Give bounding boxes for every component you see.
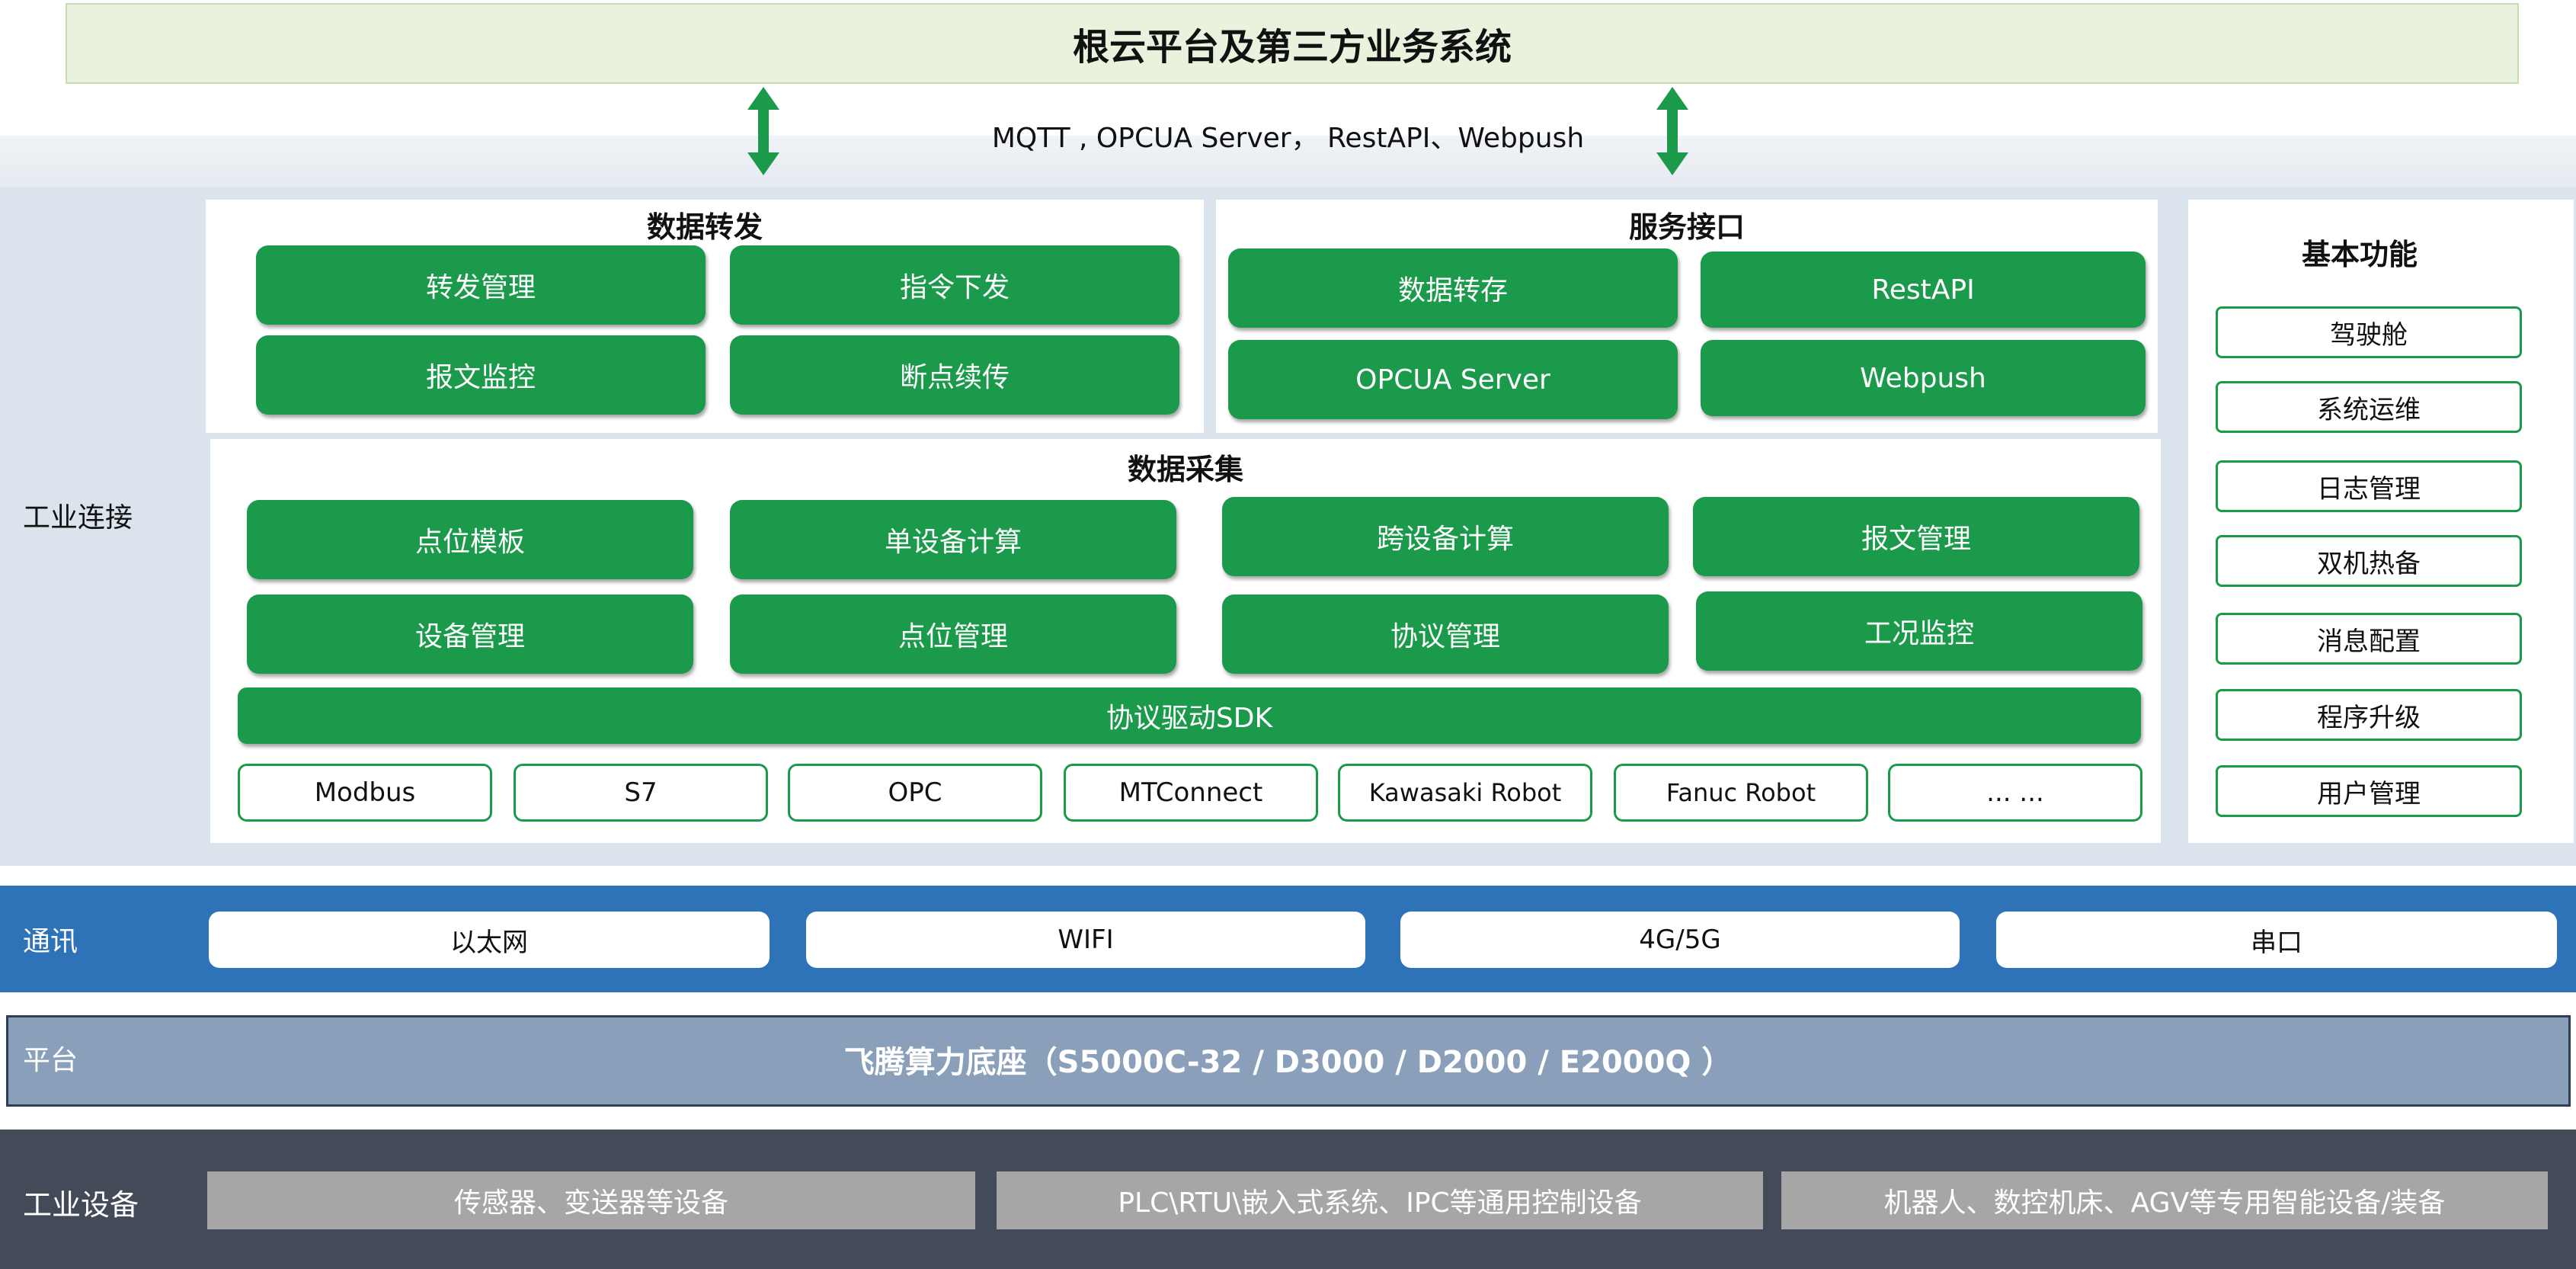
protocol-mtconnect-label: MTConnect <box>1118 777 1263 808</box>
webpush-button[interactable]: Webpush <box>1701 340 2146 416</box>
webpush-label: Webpush <box>1860 362 1986 394</box>
top-system-title: 根云平台及第三方业务系统 <box>1072 26 1512 69</box>
point-management-label: 点位管理 <box>898 621 1008 652</box>
message-config-item[interactable]: 消息配置 <box>2216 613 2522 665</box>
resume-transfer-label: 断点续传 <box>899 362 1010 393</box>
protocol-driver-sdk-bar[interactable]: 协议驱动SDK <box>238 687 2141 744</box>
platform-text-row: 飞腾算力底座（S5000C-32 / D3000 / D2000 / E2000… <box>0 1027 2576 1091</box>
cockpit-item[interactable]: 驾驶舱 <box>2216 306 2522 358</box>
message-management-label: 报文管理 <box>1861 524 1971 555</box>
comm-wifi-label: WIFI <box>1058 925 1114 955</box>
comm-serial-label: 串口 <box>2251 927 2302 958</box>
user-management-label: 用户管理 <box>2317 778 2421 809</box>
industrial-devices-label: 工业设备 <box>23 1188 139 1222</box>
protocol-modbus-label: Modbus <box>314 777 416 808</box>
platform-label: 平台 <box>23 1045 78 1076</box>
program-upgrade-item[interactable]: 程序升级 <box>2216 689 2522 741</box>
comm-ethernet-label: 以太网 <box>450 927 528 958</box>
protocol-opc[interactable]: OPC <box>788 764 1042 822</box>
cross-device-calc-button[interactable]: 跨设备计算 <box>1222 497 1669 576</box>
data-collection-title-text: 数据采集 <box>1127 452 1243 486</box>
point-template-label: 点位模板 <box>414 527 525 558</box>
data-forward-title: 数据转发 <box>206 203 1204 245</box>
basic-functions-panel <box>2188 200 2574 843</box>
program-upgrade-label: 程序升级 <box>2317 702 2421 733</box>
system-ops-item[interactable]: 系统运维 <box>2216 381 2522 433</box>
protocol-s7-label: S7 <box>624 777 658 808</box>
log-management-label: 日志管理 <box>2317 473 2421 505</box>
command-dispatch-label: 指令下发 <box>899 272 1010 303</box>
protocol-driver-sdk-label: 协议驱动SDK <box>1106 703 1273 734</box>
protocol-fanuc-robot[interactable]: Fanuc Robot <box>1614 764 1868 822</box>
cross-device-calc-label: 跨设备计算 <box>1376 524 1514 555</box>
device-management-label: 设备管理 <box>414 621 525 652</box>
user-management-item[interactable]: 用户管理 <box>2216 765 2522 817</box>
system-ops-label: 系统运维 <box>2317 394 2421 425</box>
data-collection-title: 数据采集 <box>210 445 2161 488</box>
platform-section <box>6 1015 2571 1107</box>
data-storage-label: 数据转存 <box>1397 275 1508 306</box>
device-special-smart: 机器人、数控机床、AGV等专用智能设备/装备 <box>1781 1171 2548 1229</box>
single-device-calc-label: 单设备计算 <box>884 527 1022 558</box>
device-sensors-label: 传感器、变送器等设备 <box>453 1187 728 1219</box>
industrial-connection-label: 工业连接 <box>23 502 133 534</box>
message-monitor-label: 报文监控 <box>425 362 536 393</box>
bidirectional-arrow-icon <box>747 87 779 175</box>
message-management-button[interactable]: 报文管理 <box>1693 497 2139 576</box>
restapi-label: RestAPI <box>1871 274 1975 306</box>
top-system-banner: 根云平台及第三方业务系统 <box>66 3 2519 84</box>
protocol-kawasaki-robot-label: Kawasaki Robot <box>1368 778 1562 807</box>
resume-transfer-button[interactable]: 断点续传 <box>730 335 1179 415</box>
comm-ethernet[interactable]: 以太网 <box>209 912 770 968</box>
hot-standby-item[interactable]: 双机热备 <box>2216 535 2522 587</box>
platform-text: 飞腾算力底座（S5000C-32 / D3000 / D2000 / E2000… <box>843 1045 1733 1080</box>
message-config-label: 消息配置 <box>2317 626 2421 657</box>
condition-monitor-button[interactable]: 工况监控 <box>1696 591 2142 671</box>
single-device-calc-button[interactable]: 单设备计算 <box>730 500 1176 579</box>
opcua-server-button[interactable]: OPCUA Server <box>1228 340 1678 419</box>
hot-standby-label: 双机热备 <box>2317 548 2421 579</box>
service-interface-title-text: 服务接口 <box>1628 210 1745 244</box>
device-general-control: PLC\RTU\嵌入式系统、IPC等通用控制设备 <box>997 1171 1763 1229</box>
bidirectional-arrow-icon <box>1656 87 1688 175</box>
device-management-button[interactable]: 设备管理 <box>247 594 693 674</box>
command-dispatch-button[interactable]: 指令下发 <box>730 245 1179 325</box>
forward-management-button[interactable]: 转发管理 <box>256 245 706 325</box>
communication-label: 通讯 <box>23 926 78 957</box>
protocol-fanuc-robot-label: Fanuc Robot <box>1666 778 1816 807</box>
data-storage-button[interactable]: 数据转存 <box>1228 248 1678 328</box>
forward-management-label: 转发管理 <box>425 272 536 303</box>
device-special-smart-label: 机器人、数控机床、AGV等专用智能设备/装备 <box>1883 1187 2446 1219</box>
point-template-button[interactable]: 点位模板 <box>247 500 693 579</box>
protocol-kawasaki-robot[interactable]: Kawasaki Robot <box>1338 764 1592 822</box>
log-management-item[interactable]: 日志管理 <box>2216 460 2522 512</box>
protocol-band <box>0 136 2576 187</box>
comm-4g5g[interactable]: 4G/5G <box>1400 912 1960 968</box>
comm-wifi[interactable]: WIFI <box>806 912 1365 968</box>
condition-monitor-label: 工况监控 <box>1864 618 1974 649</box>
protocol-text: MQTT , OPCUA Server， RestAPI、Webpush <box>991 123 1585 154</box>
service-interface-title: 服务接口 <box>1216 203 2158 245</box>
cockpit-label: 驾驶舱 <box>2330 319 2408 351</box>
basic-functions-title-text: 基本功能 <box>2301 237 2418 271</box>
protocol-modbus[interactable]: Modbus <box>238 764 492 822</box>
opcua-server-label: OPCUA Server <box>1355 364 1550 396</box>
message-monitor-button[interactable]: 报文监控 <box>256 335 706 415</box>
restapi-button[interactable]: RestAPI <box>1701 252 2146 328</box>
protocol-s7[interactable]: S7 <box>514 764 768 822</box>
device-general-control-label: PLC\RTU\嵌入式系统、IPC等通用控制设备 <box>1118 1187 1642 1219</box>
protocol-opc-label: OPC <box>888 777 942 808</box>
protocol-more-label: ... ... <box>1986 777 2044 808</box>
comm-4g5g-label: 4G/5G <box>1639 925 1721 955</box>
device-sensors: 传感器、变送器等设备 <box>207 1171 975 1229</box>
basic-functions-title: 基本功能 <box>2188 229 2531 274</box>
protocol-management-button[interactable]: 协议管理 <box>1222 594 1669 674</box>
comm-serial[interactable]: 串口 <box>1996 912 2557 968</box>
protocol-mtconnect[interactable]: MTConnect <box>1064 764 1318 822</box>
point-management-button[interactable]: 点位管理 <box>730 594 1176 674</box>
protocol-more[interactable]: ... ... <box>1888 764 2142 822</box>
protocol-management-label: 协议管理 <box>1390 621 1500 652</box>
data-forward-title-text: 数据转发 <box>646 210 763 244</box>
protocol-text-row: MQTT , OPCUA Server， RestAPI、Webpush <box>0 105 2576 166</box>
